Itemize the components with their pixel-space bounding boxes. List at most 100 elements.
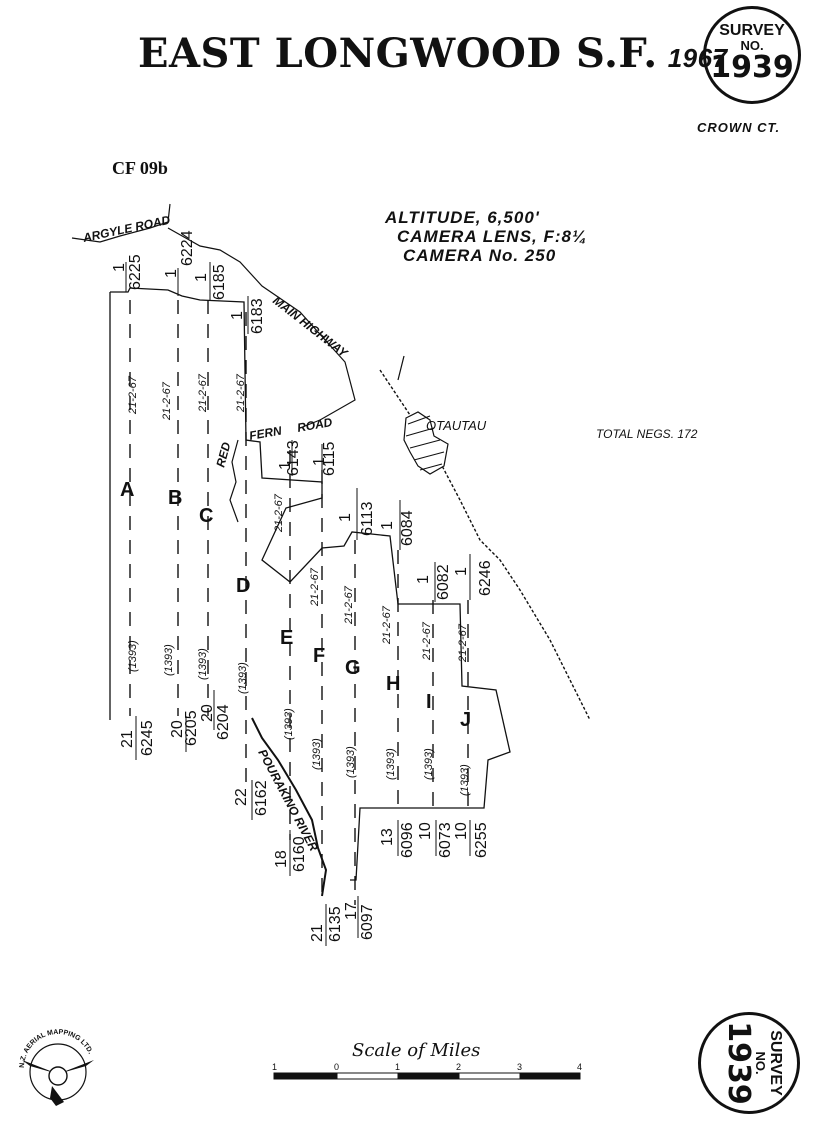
run-b-film: (1393) xyxy=(163,644,175,676)
run-a-date: 21-2-67 xyxy=(127,375,139,415)
run-d-bot-neg: 6162 xyxy=(253,780,270,816)
run-i-top-count: 1 xyxy=(415,575,432,584)
run-i-letter: I xyxy=(426,691,432,713)
scale-tick-3: 2 xyxy=(456,1062,461,1072)
run-a-letter: A xyxy=(120,479,134,501)
logo-wing-left xyxy=(22,1060,58,1074)
run-b-bot-neg: 6205 xyxy=(183,710,200,746)
survey-seal-bottom: SURVEY NO. 1939 xyxy=(698,1012,800,1114)
run-d-film: (1393) xyxy=(237,662,249,694)
flight-runs xyxy=(129,300,469,905)
run-e-letter: E xyxy=(280,627,293,649)
scale-seg-2 xyxy=(397,1072,460,1080)
run-g-bot-count: 17 xyxy=(343,902,360,920)
run-i-film: (1393) xyxy=(423,748,435,780)
camera-info: ALTITUDE, 6,500' CAMERA LENS, F:8¼ CAMER… xyxy=(385,208,587,265)
logo-text: N.Z. AERIAL MAPPING LTD. xyxy=(19,1029,94,1068)
run-i-date: 21-2-67 xyxy=(421,621,433,661)
run-b-bot-count: 20 xyxy=(169,720,186,738)
otautau-hatch xyxy=(405,415,445,471)
run-c-film: (1393) xyxy=(197,648,209,680)
otautau-label: OTAUTAU xyxy=(426,418,487,433)
run-d-bot-count: 22 xyxy=(233,788,250,806)
run-c-letter: C xyxy=(199,505,213,527)
run-g-top-count: 1 xyxy=(337,513,354,522)
run-f-date: 21-2-67 xyxy=(309,567,321,607)
survey-label: SURVEY xyxy=(719,22,785,39)
lens-text: CAMERA LENS, F:8¼ xyxy=(397,227,588,246)
run-j-top-neg: 6246 xyxy=(477,560,494,596)
argyle-road-label: ARGYLE ROAD xyxy=(81,213,172,245)
run-a-bot-neg: 6245 xyxy=(139,720,156,756)
run-h-date: 21-2-67 xyxy=(381,605,393,645)
run-j-letter: J xyxy=(460,709,471,731)
run-e-top-neg: 6143 xyxy=(285,440,302,476)
survey-number-bottom: 1939 xyxy=(721,1021,756,1105)
run-c-top-count: 1 xyxy=(193,273,210,282)
main-highway-label: MAIN HIGHWAY xyxy=(270,293,351,360)
run-f-letter: F xyxy=(313,645,325,667)
run-j-top-count: 1 xyxy=(453,567,470,576)
run-b-date: 21-2-67 xyxy=(161,381,173,421)
run-e-bot-neg: 6160 xyxy=(291,836,308,872)
run-f-top-count: 1 xyxy=(311,457,328,466)
logo-nz-outline xyxy=(50,1086,64,1106)
run-f-film: (1393) xyxy=(311,738,323,770)
scale-bar xyxy=(273,1072,581,1080)
run-d-top-count: 1 xyxy=(229,311,246,320)
run-i-bot-neg: 6073 xyxy=(437,822,454,858)
scale-tick-0: 1 xyxy=(272,1062,277,1072)
scale-tick-5: 4 xyxy=(577,1062,582,1072)
run-h-bot-neg: 6096 xyxy=(399,822,416,858)
run-j-film: (1393) xyxy=(459,764,471,796)
run-a-bot-count: 21 xyxy=(119,730,136,748)
run-b-letter: B xyxy=(168,487,182,509)
run-b-top-count: 1 xyxy=(163,269,180,278)
scale-seg-1 xyxy=(273,1072,338,1080)
run-d-date: 21-2-67 xyxy=(235,373,247,413)
run-j-bot-neg: 6255 xyxy=(473,822,490,858)
survey-no-label: NO. xyxy=(740,38,764,53)
run-e-top-count: 1 xyxy=(277,461,294,470)
survey-subtitle: CROWN CT. xyxy=(697,120,781,135)
run-h-film: (1393) xyxy=(385,748,397,780)
run-f-top-neg: 6115 xyxy=(321,441,338,476)
run-j-bot-count: 10 xyxy=(453,822,470,840)
run-c-bot-count: 20 xyxy=(199,704,216,722)
reference-code: CF 09b xyxy=(112,158,168,178)
pourakino-river xyxy=(251,717,328,897)
run-e-film: (1393) xyxy=(283,708,295,740)
scale-tick-2: 1 xyxy=(395,1062,400,1072)
run-h-bot-count: 13 xyxy=(379,828,396,846)
survey-number: 1939 xyxy=(710,50,794,85)
logo-wing-right xyxy=(58,1060,94,1074)
aerial-mapping-logo: N.Z. AERIAL MAPPING LTD. xyxy=(19,1029,94,1106)
run-g-bot-neg: 6097 xyxy=(359,904,376,940)
run-g-film: (1393) xyxy=(345,746,357,778)
run-e-date: 21-2-67 xyxy=(273,493,285,533)
run-h-top-count: 1 xyxy=(379,521,396,530)
run-e-bot-count: 18 xyxy=(273,850,290,868)
red-stream xyxy=(229,439,239,523)
run-h-letter: H xyxy=(386,673,400,695)
argyle-road-line xyxy=(71,203,171,243)
run-i-bot-count: 10 xyxy=(417,822,434,840)
run-a-top-count: 1 xyxy=(111,263,128,272)
scale-title: Scale of Miles xyxy=(352,1040,481,1061)
altitude-text: ALTITUDE, 6,500' xyxy=(385,208,540,227)
run-i-top-neg: 6082 xyxy=(435,564,452,600)
run-c-top-neg: 6185 xyxy=(211,264,228,300)
survey-seal-top: SURVEY NO. 1939 xyxy=(703,6,801,104)
run-c-bot-neg: 6204 xyxy=(215,704,232,740)
run-a-film: (1393) xyxy=(127,640,139,672)
run-j-date: 21-2-67 xyxy=(457,623,469,663)
map-title-text: EAST LONGWOOD S.F. xyxy=(138,30,658,77)
survey-label-bottom: SURVEY xyxy=(767,1030,784,1096)
run-f-bot-neg: 6135 xyxy=(327,906,344,942)
scale-tick-4: 3 xyxy=(517,1062,522,1072)
run-b-top-neg: 6224 xyxy=(179,230,196,266)
run-a-top-neg: 6225 xyxy=(127,254,144,290)
railway-line-top xyxy=(397,355,405,381)
scale-tick-1: 0 xyxy=(334,1062,339,1072)
total-negatives: TOTAL NEGS. 172 xyxy=(596,427,698,441)
